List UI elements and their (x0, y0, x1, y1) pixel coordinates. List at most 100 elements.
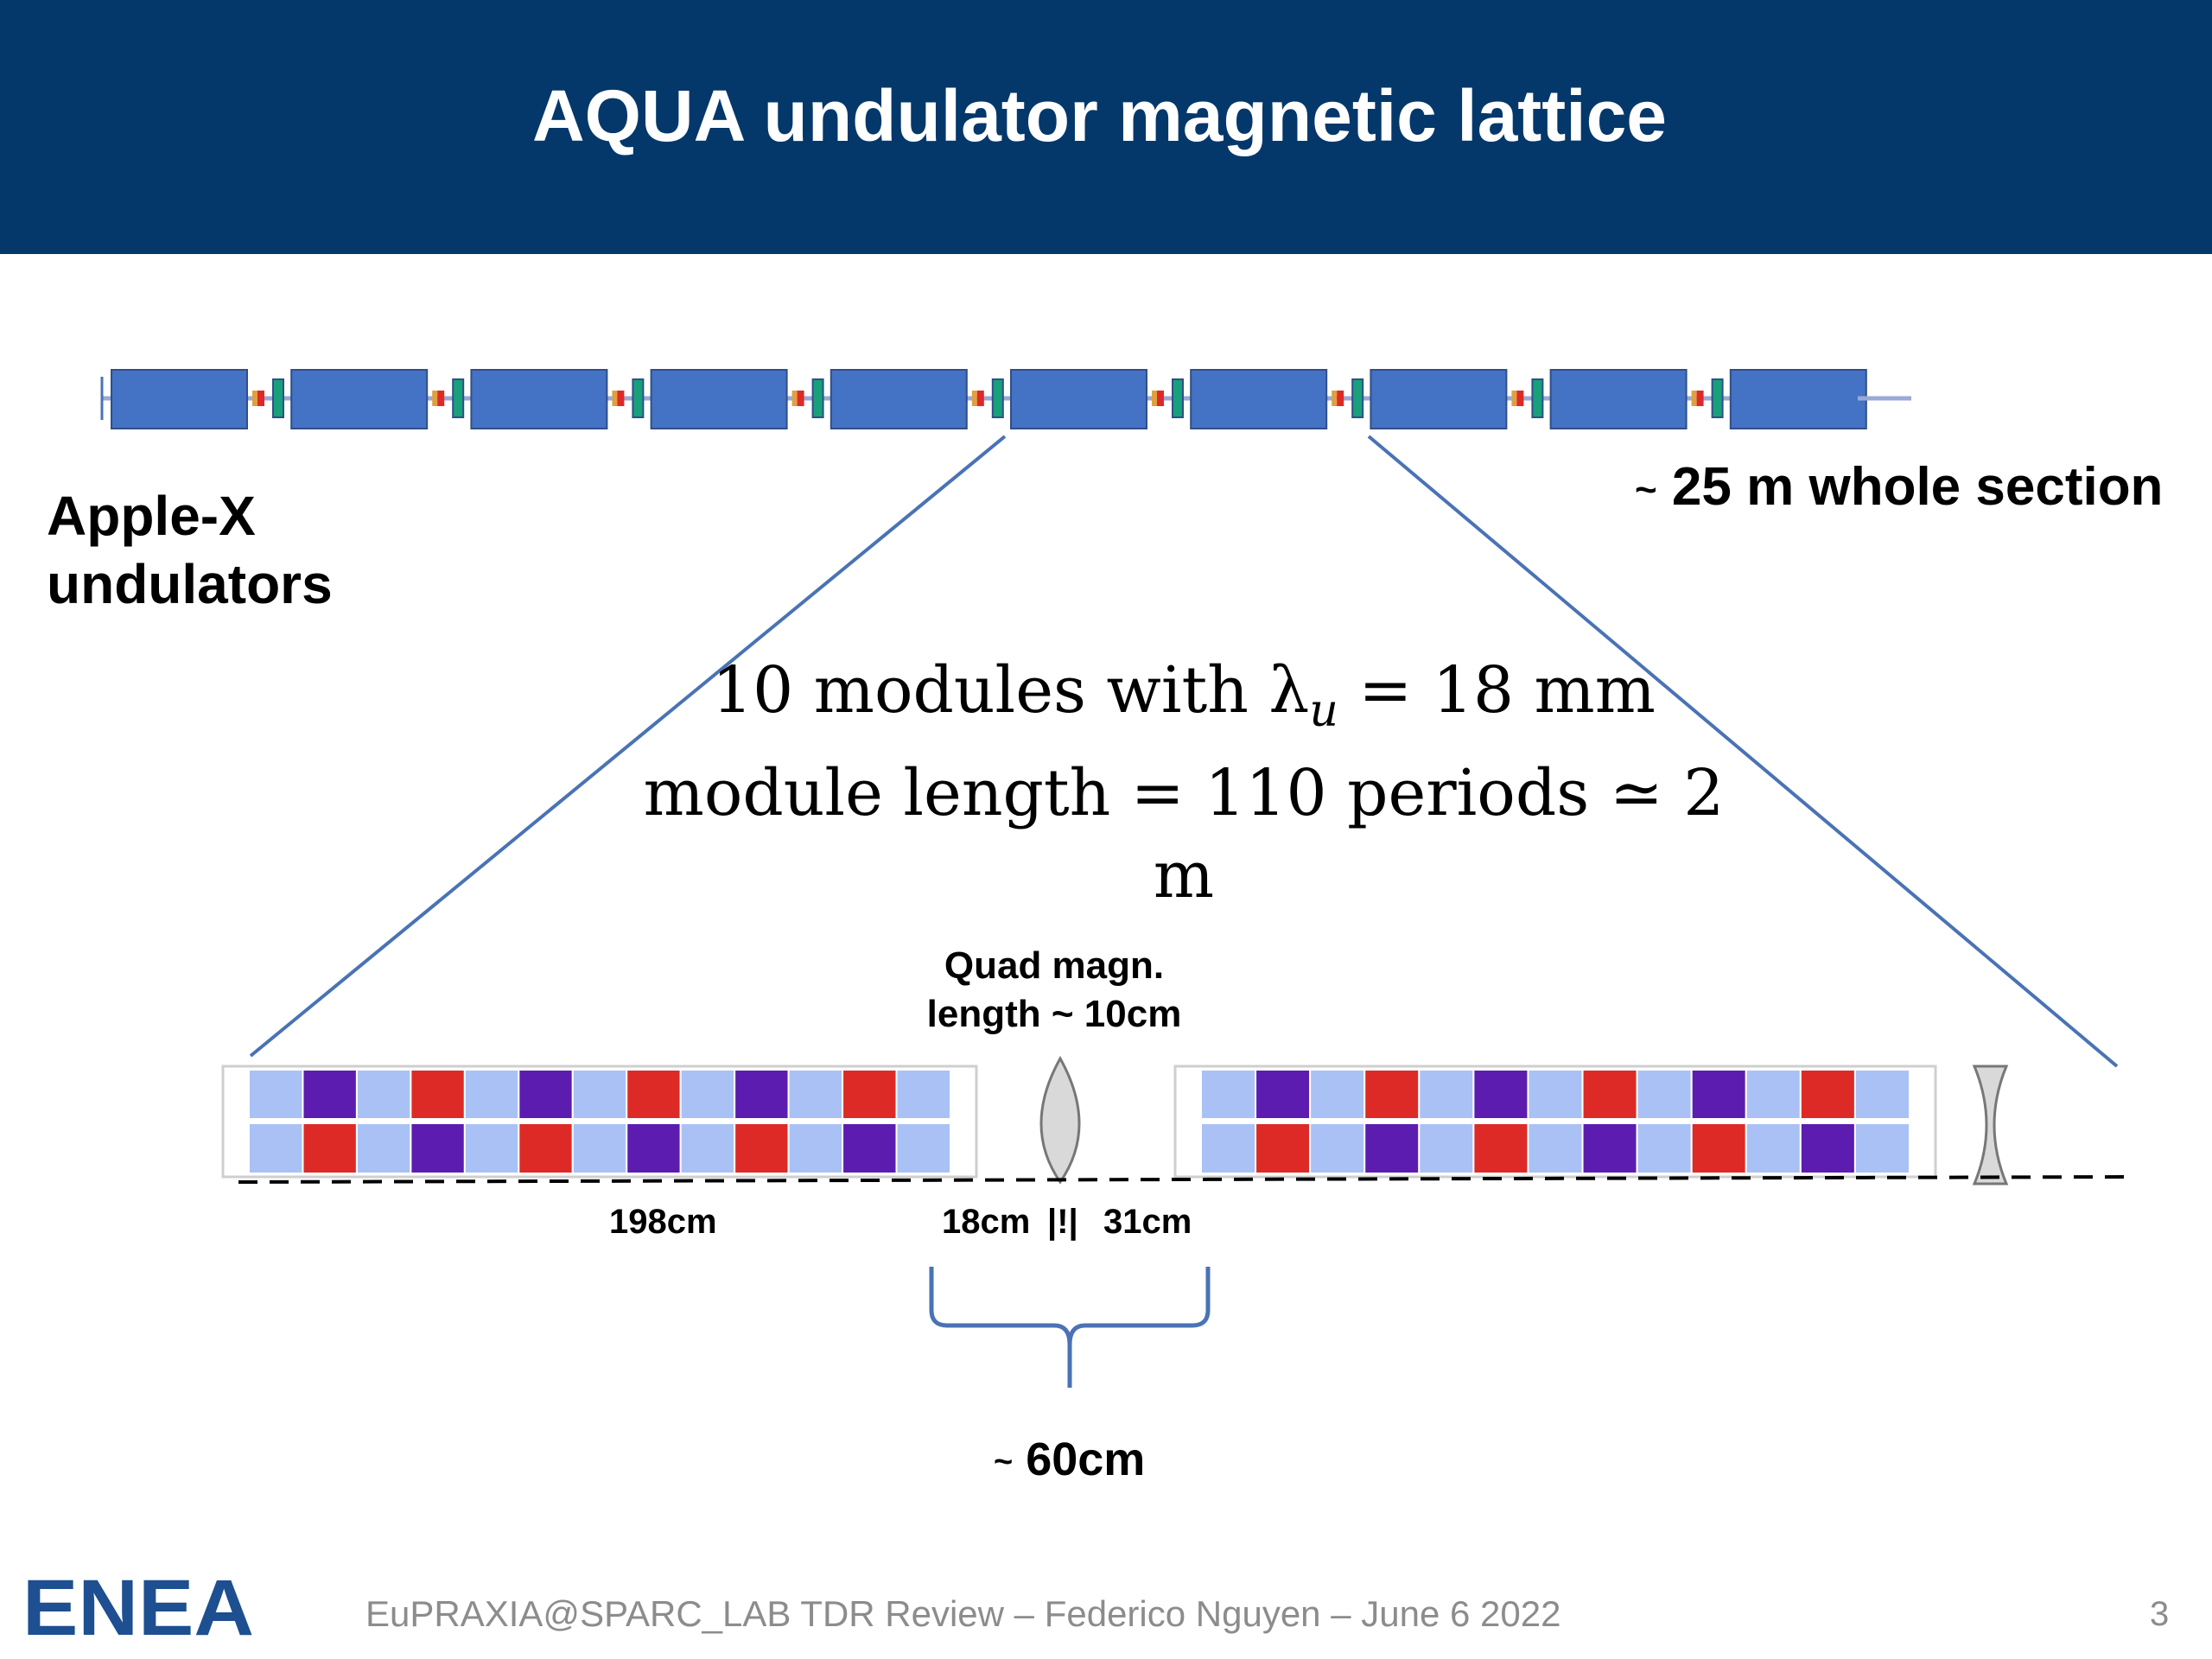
right-undulator-lower-magnet (1255, 1122, 1312, 1174)
right-undulator-upper-magnet (1581, 1069, 1638, 1120)
left-undulator-lower-magnet (410, 1122, 466, 1174)
whole-section-label: ~ 25 m whole section (1635, 453, 2163, 525)
whole-tilde: ~ (1635, 468, 1657, 512)
left-undulator-upper-magnet (571, 1069, 628, 1120)
bpm (1696, 391, 1704, 406)
equation-line1: 10 modules with λu = 18 mm (639, 650, 1728, 753)
right-undulator-upper-magnet (1363, 1069, 1421, 1120)
undulator-module (111, 369, 248, 429)
undulator-module (470, 369, 608, 429)
left-undulator-upper-magnet (787, 1069, 844, 1120)
corrector (1691, 391, 1697, 406)
left-undulator-lower-magnet (463, 1122, 520, 1174)
right-undulator-upper-magnet (1636, 1069, 1693, 1120)
equation-line2: module length = 110 periods ≃ 2 m (643, 755, 1725, 912)
right-undulator-lower-magnet (1418, 1122, 1475, 1174)
left-undulator-upper-magnet (842, 1069, 898, 1120)
right-undulator-upper-magnet (1309, 1069, 1366, 1120)
left-undulator-lower-magnet (355, 1122, 412, 1174)
undulator-module (1370, 369, 1508, 429)
length-198cm: 198cm (609, 1203, 717, 1241)
left-undulator-lower-magnet (734, 1122, 790, 1174)
right-undulator-lower-magnet (1745, 1122, 1802, 1174)
apple-x-label: Apple-X undulators (47, 482, 333, 619)
quad-marker: |!| (1047, 1203, 1078, 1241)
quad-line2: length ~ 10cm (926, 993, 1182, 1035)
right-undulator-upper-magnet (1745, 1069, 1802, 1120)
left-undulator-lower-magnet (679, 1122, 736, 1174)
undulator-module (290, 369, 429, 429)
focusing-quad-lens (1039, 1055, 1081, 1185)
zoomed-undulator-detail (221, 1065, 1937, 1179)
right-undulator-upper-magnet (1527, 1069, 1584, 1120)
whole-text: 25 m whole section (1656, 457, 2164, 517)
right-undulator-upper-magnet (1853, 1069, 1911, 1120)
bpm (1157, 391, 1164, 406)
equation-line1-sub: u (1309, 684, 1338, 737)
module-equations: 10 modules with λu = 18 mm module length… (639, 650, 1728, 917)
left-undulator-upper-magnet (355, 1069, 412, 1120)
left-undulator-lower-magnet (895, 1122, 951, 1174)
span-brace (929, 1267, 1211, 1388)
quad-magnet (1531, 378, 1544, 418)
bpm (1337, 391, 1344, 406)
zoom-line-left (249, 435, 1007, 1058)
right-undulator-lower-magnet (1527, 1122, 1584, 1174)
corrector (1332, 391, 1338, 406)
quad-magnet (1351, 378, 1364, 418)
right-undulator-lower-magnet (1309, 1122, 1366, 1174)
right-undulator-upper-magnet (1690, 1069, 1747, 1120)
left-undulator-upper-magnet (734, 1069, 790, 1120)
enea-logo: ENEA (22, 1573, 254, 1642)
undulator-module (830, 369, 968, 429)
quad-magnet (1711, 378, 1724, 418)
left-undulator-lower-magnet (248, 1122, 304, 1174)
undulator-module (1190, 369, 1328, 429)
slide-title: AQUA undulator magnetic lattice (531, 75, 1668, 156)
page-number: 3 (2150, 1595, 2170, 1633)
length-18cm: 18cm (942, 1203, 1031, 1241)
corrector (252, 391, 257, 406)
span-tilde: ~ (994, 1444, 1014, 1481)
enea-logo-text: ENEA (22, 1573, 254, 1642)
slide-header: AQUA undulator magnetic lattice (0, 0, 2212, 254)
length-31cm: 31cm (1103, 1203, 1192, 1241)
quad-magnet (632, 378, 645, 418)
quad-label: Quad magn. length ~ 10cm (916, 942, 1192, 1039)
left-undulator-upper-magnet (626, 1069, 682, 1120)
corrector (432, 391, 438, 406)
corrector (791, 391, 798, 406)
span-60cm: ~ 60cm (994, 1433, 1145, 1486)
left-undulator-lower-magnet (302, 1122, 358, 1174)
left-undulator-upper-magnet (518, 1069, 574, 1120)
right-undulator-lower-magnet (1853, 1122, 1911, 1174)
beam-axis (238, 1175, 2130, 1184)
quad-line1: Quad magn. (944, 944, 1165, 987)
left-undulator-lower-magnet (571, 1122, 628, 1174)
left-undulator-upper-magnet (410, 1069, 466, 1120)
right-undulator-lower-magnet (1472, 1122, 1529, 1174)
corrector (1511, 391, 1517, 406)
left-undulator-upper-magnet (463, 1069, 520, 1120)
undulator-module (1010, 369, 1147, 429)
left-undulator-upper-magnet (895, 1069, 951, 1120)
right-undulator-lower-magnet (1200, 1122, 1257, 1174)
undulator-module (1549, 369, 1688, 429)
quad-magnet (1172, 378, 1184, 418)
left-undulator-lower-magnet (787, 1122, 844, 1174)
right-undulator-lower-magnet (1799, 1122, 1856, 1174)
quad-magnet (811, 378, 824, 418)
bpm (797, 391, 804, 406)
left-undulator-upper-magnet (302, 1069, 358, 1120)
slide-footer: EuPRAXIA@SPARC_LAB TDR Review – Federico… (365, 1593, 1561, 1634)
left-undulator-upper-magnet (679, 1069, 736, 1120)
corrector (971, 391, 977, 406)
right-undulator-upper-magnet (1472, 1069, 1529, 1120)
bpm (1516, 391, 1524, 406)
quad-magnet (991, 378, 1004, 418)
right-undulator-upper-magnet (1255, 1069, 1312, 1120)
left-undulator-upper-magnet (248, 1069, 304, 1120)
undulator-modules (111, 369, 1911, 429)
bpm (257, 391, 264, 406)
